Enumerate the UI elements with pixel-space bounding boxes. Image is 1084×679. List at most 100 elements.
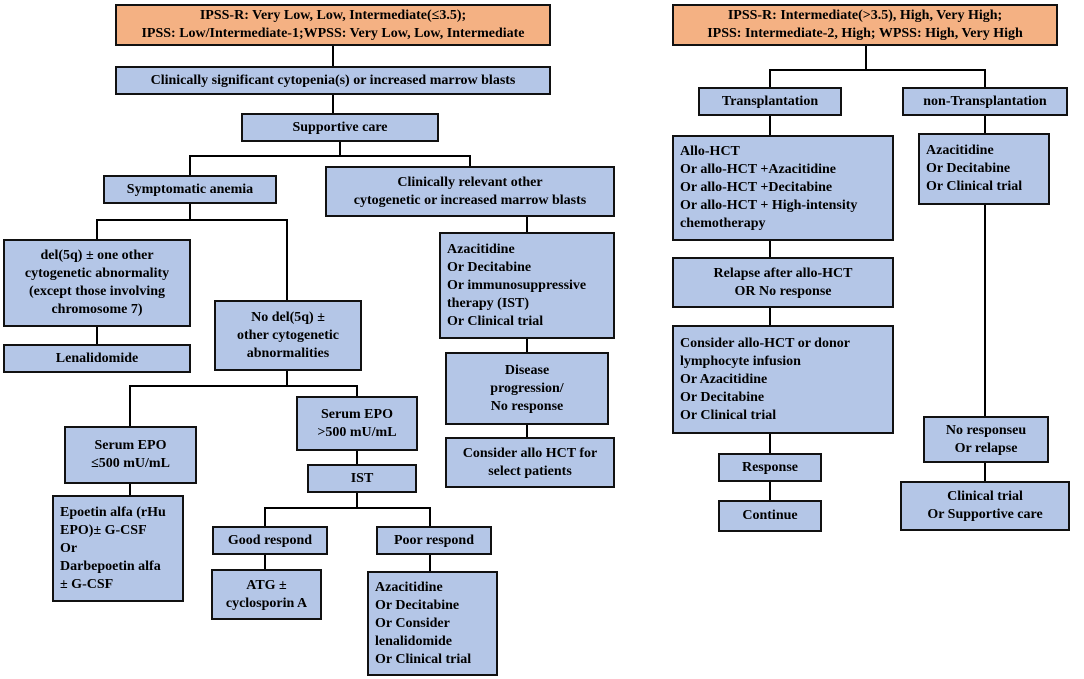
atg-line: cyclosporin A bbox=[225, 595, 308, 611]
aza-dec-lenalidomide-line: Or Decitabine bbox=[375, 597, 460, 613]
atg-box: ATG ± cyclosporin A bbox=[211, 569, 322, 620]
no-del5q-line: No del(5q) ± bbox=[251, 309, 325, 325]
supportive-care-box: Supportive care bbox=[241, 113, 439, 142]
allo-hct-options-line: Or allo-HCT + High-intensity bbox=[680, 198, 858, 213]
relapse-after-allo-box: Relapse after allo-HCT OR No response bbox=[672, 257, 894, 308]
clinically-relevant-other-line: cytogenetic or increased marrow blasts bbox=[353, 192, 587, 208]
relapse-after-allo-line: Relapse after allo-HCT bbox=[713, 265, 853, 281]
serum-epo-high-box: Serum EPO >500 mU/mL bbox=[296, 396, 418, 451]
consider-allo-donor-box: Consider allo-HCT or donor lymphocyte inf… bbox=[672, 325, 894, 434]
no-response-relapse-line: Or relapse bbox=[954, 440, 1018, 456]
serum-epo-low-line: Serum EPO bbox=[94, 438, 167, 453]
aza-dec-ist-line: Azacitidine bbox=[447, 241, 515, 257]
lenalidomide-line: Lenalidomide bbox=[55, 350, 139, 366]
no-response-relapse-box: No responseu Or relapse bbox=[923, 416, 1049, 463]
aza-dec-trial-line: Or Clinical trial bbox=[926, 179, 1023, 194]
aza-dec-ist-line: therapy (IST) bbox=[447, 295, 530, 311]
no-del5q-box: No del(5q) ± other cytogenetic abnormaliti… bbox=[214, 300, 362, 371]
response-box: Response bbox=[718, 453, 822, 482]
consider-allo-donor-line: lymphocyte infusion bbox=[680, 353, 801, 369]
aza-dec-trial-line: Azacitidine bbox=[926, 143, 994, 158]
symptomatic-anemia-box: Symptomatic anemia bbox=[103, 175, 277, 204]
consider-allo-select-box: Consider allo HCT for select patients bbox=[445, 437, 615, 488]
clinically-relevant-other-line: Clinically relevant other bbox=[397, 174, 543, 190]
allo-hct-options-line: Allo-HCT bbox=[680, 144, 740, 159]
good-respond-line: Good respond bbox=[227, 532, 313, 548]
allo-hct-options-line: chemotherapy bbox=[680, 216, 766, 231]
aza-dec-lenalidomide-line: lenalidomide bbox=[375, 633, 453, 649]
serum-epo-high-line: >500 mU/mL bbox=[317, 424, 397, 440]
disease-progression-line: No response bbox=[490, 398, 564, 414]
ist-box: IST bbox=[307, 464, 417, 493]
non-transplantation-line: non-Transplantation bbox=[923, 93, 1047, 109]
ipss-high-header-line: IPSS-R: Intermediate(>3.5), High, Very H… bbox=[727, 8, 1003, 23]
no-del5q-line: abnormalities bbox=[246, 345, 330, 361]
ipss-low-header-box: IPSS-R: Very Low, Low, Intermediate(≤3.5… bbox=[115, 4, 551, 46]
allo-hct-options-line: Or allo-HCT +Decitabine bbox=[680, 180, 833, 195]
clinically-relevant-other-box: Clinically relevant other cytogenetic or … bbox=[325, 166, 615, 217]
non-transplantation-box: non-Transplantation bbox=[902, 87, 1068, 116]
allo-hct-options-line: Or allo-HCT +Azacitidine bbox=[680, 162, 837, 177]
del5q-box: del(5q) ± one other cytogenetic abnormali… bbox=[3, 239, 191, 327]
consider-allo-donor-line: Or Azacitidine bbox=[680, 371, 768, 387]
aza-dec-ist-line: Or immunosuppressive bbox=[447, 277, 587, 293]
allo-hct-options-box: Allo-HCT Or allo-HCT +Azacitidine Or allo-… bbox=[672, 135, 894, 241]
poor-respond-box: Poor respond bbox=[376, 526, 492, 555]
aza-dec-ist-line: Or Clinical trial bbox=[447, 313, 544, 329]
consider-allo-donor-line: Consider allo-HCT or donor bbox=[680, 335, 850, 351]
cytopenia-box: Clinically significant cytopenia(s) or i… bbox=[115, 66, 551, 95]
clinical-trial-supportive-line: Clinical trial bbox=[947, 489, 1023, 504]
serum-epo-low-box: Serum EPO ≤500 mU/mL bbox=[64, 426, 197, 484]
disease-progression-line: Disease bbox=[504, 362, 550, 378]
del5q-line: (except those involving bbox=[28, 284, 166, 299]
epoetin-line: Epoetin alfa (rHu bbox=[60, 504, 166, 520]
epoetin-line: Or bbox=[60, 540, 78, 556]
transplantation-box: Transplantation bbox=[698, 87, 842, 116]
del5q-line: del(5q) ± one other bbox=[40, 248, 154, 263]
relapse-after-allo-line: OR No response bbox=[734, 283, 832, 299]
supportive-care-line: Supportive care bbox=[292, 119, 388, 135]
transplantation-line: Transplantation bbox=[721, 93, 819, 109]
disease-progression-box: Disease progression/No response bbox=[445, 352, 609, 425]
aza-dec-lenalidomide-box: Azacitidine Or Decitabine Or Consider lenal… bbox=[367, 571, 498, 676]
aza-dec-lenalidomide-line: Or Clinical trial bbox=[375, 651, 472, 667]
serum-epo-low-line: ≤500 mU/mL bbox=[91, 456, 170, 471]
response-line: Response bbox=[741, 459, 798, 475]
lenalidomide-box: Lenalidomide bbox=[3, 344, 191, 373]
cytopenia-line: Clinically significant cytopenia(s) or i… bbox=[150, 72, 516, 88]
aza-dec-trial-line: Or Decitabine bbox=[926, 161, 1011, 176]
aza-dec-ist-box: Azacitidine Or Decitabine Or immunosuppres… bbox=[439, 232, 615, 339]
ipss-high-header-line: IPSS: Intermediate-2, High; WPSS: High, … bbox=[707, 26, 1023, 41]
aza-dec-lenalidomide-line: Or Consider bbox=[375, 615, 450, 631]
epoetin-line: Darbepoetin alfa bbox=[60, 558, 161, 574]
good-respond-box: Good respond bbox=[212, 526, 328, 555]
aza-dec-ist-line: Or Decitabine bbox=[447, 259, 532, 275]
ipss-low-header-line: IPSS-R: Very Low, Low, Intermediate(≤3.5… bbox=[199, 8, 467, 23]
continue-box: Continue bbox=[718, 500, 822, 532]
clinical-trial-supportive-line: Or Supportive care bbox=[927, 507, 1043, 522]
symptomatic-anemia-line: Symptomatic anemia bbox=[126, 181, 254, 197]
del5q-line: chromosome 7) bbox=[51, 302, 143, 317]
no-del5q-line: other cytogenetic bbox=[237, 327, 339, 343]
disease-progression-line: progression/ bbox=[490, 380, 564, 396]
aza-dec-trial-box: Azacitidine Or Decitabine Or Clinical tria… bbox=[918, 133, 1050, 205]
epoetin-line: ± G-CSF bbox=[60, 576, 114, 592]
no-response-relapse-line: No responseu bbox=[945, 422, 1027, 438]
clinical-trial-supportive-box: Clinical trial Or Supportive care bbox=[900, 481, 1070, 531]
consider-allo-select-line: Consider allo HCT for bbox=[462, 445, 598, 461]
ipss-high-header-box: IPSS-R: Intermediate(>3.5), High, Very H… bbox=[672, 4, 1058, 46]
serum-epo-high-line: Serum EPO bbox=[321, 406, 393, 422]
del5q-line: cytogenetic abnormality bbox=[24, 266, 170, 281]
ist-line: IST bbox=[350, 470, 374, 486]
ipss-low-header-line: IPSS: Low/Intermediate-1;WPSS: Very Low,… bbox=[141, 26, 525, 41]
atg-line: ATG ± bbox=[246, 577, 287, 593]
consider-allo-select-line: select patients bbox=[488, 463, 572, 479]
poor-respond-line: Poor respond bbox=[394, 532, 474, 548]
consider-allo-donor-line: Or Clinical trial bbox=[680, 407, 777, 423]
epoetin-line: EPO)± G-CSF bbox=[60, 522, 147, 538]
consider-allo-donor-line: Or Decitabine bbox=[680, 389, 765, 405]
aza-dec-lenalidomide-line: Azacitidine bbox=[375, 579, 443, 595]
